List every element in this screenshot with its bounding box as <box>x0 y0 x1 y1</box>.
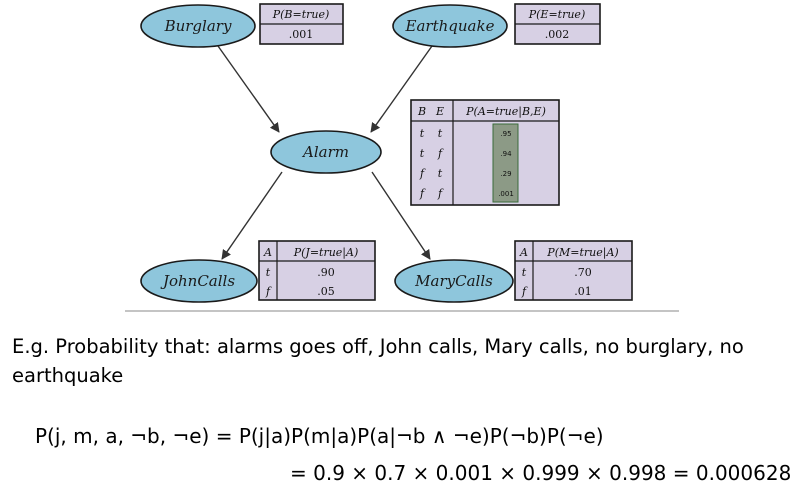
cpt-alarm-row-b: t <box>420 147 425 160</box>
cpt-marycalls-row-a: f <box>521 285 528 298</box>
cpt-earthquake: P(E=true) .002 <box>514 3 601 45</box>
cpt-johncalls-row-p: .90 <box>317 266 335 279</box>
cpt-alarm-row-e: t <box>438 127 443 140</box>
cpt-burglary-value: .001 <box>289 28 314 41</box>
cpt-alarm-row-p: .001 <box>498 190 514 198</box>
node-alarm: Alarm <box>270 130 382 174</box>
example-description: E.g. Probability that: alarms goes off, … <box>12 335 744 387</box>
node-burglary-label: Burglary <box>164 17 232 35</box>
formula-rhs: = P(j|a)P(m|a)P(a|¬b ∧ ¬e)P(¬b)P(¬e) <box>215 424 604 448</box>
node-johncalls: JohnCalls <box>140 259 258 303</box>
formula-lhs: P(j, m, a, ¬b, ¬e) <box>35 424 210 448</box>
cpt-johncalls: A P(J=true|A) t .90 f .05 <box>258 240 376 301</box>
cpt-alarm-header: P(A=true|B,E) <box>465 105 546 119</box>
cpt-johncalls-col-a: A <box>263 246 272 259</box>
node-earthquake-label: Earthquake <box>405 17 495 35</box>
cpt-alarm-row-p: .29 <box>500 170 511 178</box>
bayes-network-diagram: Burglary Earthquake Alarm JohnCalls Mary… <box>125 3 679 312</box>
cpt-alarm-row-p: .94 <box>500 150 512 158</box>
cpt-alarm-row-e: f <box>437 147 444 160</box>
cpt-alarm-col-b: B <box>417 105 426 118</box>
edge-alarm-johncalls <box>221 171 283 260</box>
node-alarm-label: Alarm <box>301 143 349 161</box>
edge-earthquake-alarm <box>370 45 433 133</box>
cpt-alarm-row-p: .95 <box>500 130 511 138</box>
cpt-johncalls-header: P(J=true|A) <box>293 246 359 260</box>
edge-burglary-alarm <box>217 45 280 133</box>
cpt-marycalls-row-p: .70 <box>574 266 592 279</box>
formula-line-2: = 0.9 × 0.7 × 0.001 × 0.999 × 0.998 = 0.… <box>290 461 792 485</box>
node-earthquake: Earthquake <box>392 4 508 48</box>
cpt-earthquake-header: P(E=true) <box>528 8 586 21</box>
edge-alarm-marycalls <box>371 171 431 260</box>
cpt-johncalls-row-a: f <box>265 285 272 298</box>
cpt-alarm-row-b: t <box>420 127 425 140</box>
node-marycalls: MaryCalls <box>394 259 514 303</box>
cpt-alarm-row-b: f <box>419 187 426 200</box>
node-marycalls-label: MaryCalls <box>414 272 493 290</box>
cpt-johncalls-row-a: t <box>266 266 271 279</box>
node-johncalls-label: JohnCalls <box>160 272 235 290</box>
cpt-alarm-row-e: t <box>438 167 443 180</box>
node-burglary: Burglary <box>140 4 256 48</box>
cpt-alarm-row-e: f <box>437 187 444 200</box>
cpt-earthquake-value: .002 <box>545 28 570 41</box>
cpt-burglary-header: P(B=true) <box>272 8 330 21</box>
cpt-alarm: B E P(A=true|B,E) t t .95 t f .94 f t .2… <box>410 99 560 206</box>
cpt-marycalls-row-a: t <box>522 266 527 279</box>
formula-line-1: P(j, m, a, ¬b, ¬e) = P(j|a)P(m|a)P(a|¬b … <box>35 424 604 448</box>
cpt-marycalls: A P(M=true|A) t .70 f .01 <box>514 240 633 301</box>
cpt-burglary: P(B=true) .001 <box>259 3 344 45</box>
cpt-marycalls-header: P(M=true|A) <box>546 246 618 260</box>
cpt-alarm-row-b: f <box>419 167 426 180</box>
cpt-johncalls-row-p: .05 <box>317 285 335 298</box>
cpt-marycalls-col-a: A <box>519 246 528 259</box>
cpt-marycalls-row-p: .01 <box>574 285 592 298</box>
cpt-alarm-col-e: E <box>435 105 444 118</box>
